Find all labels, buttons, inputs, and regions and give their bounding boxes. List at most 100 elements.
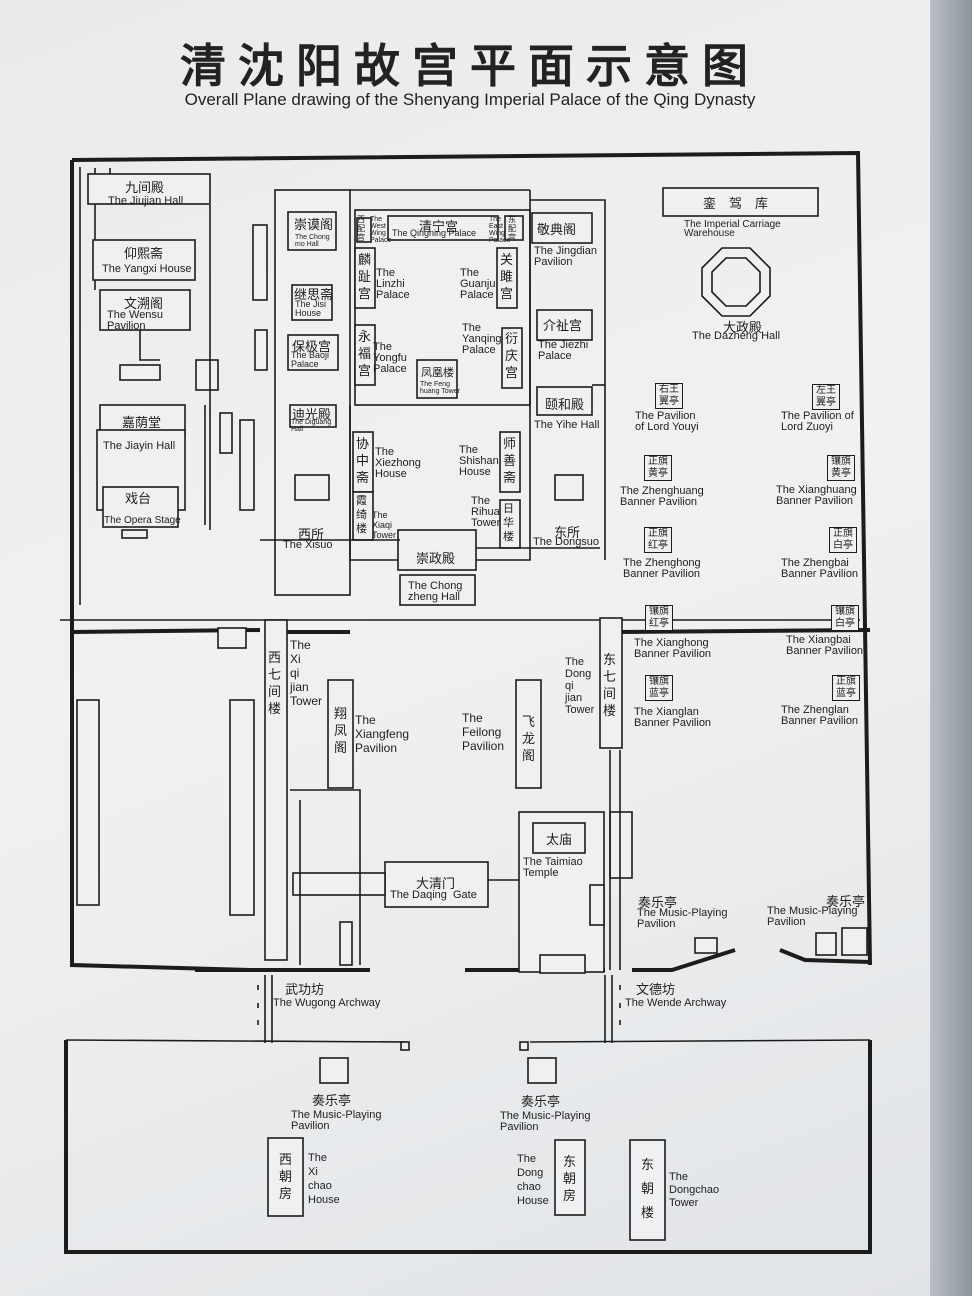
opera-cn: 戏台	[125, 492, 152, 507]
opera-en: The Opera Stage	[104, 515, 181, 526]
yongfu-en: The Yongfu Palace	[373, 341, 407, 375]
music1-cn: 奏乐亭	[638, 896, 678, 911]
wensu-cn: 文溯阁	[124, 297, 164, 312]
chongmo-cn: 崇谟阁	[294, 218, 334, 233]
dongsuo-cn: 东所	[554, 526, 581, 541]
rihua-cn: 日 华 楼	[503, 502, 514, 543]
jingdian-en: The Jingdian Pavilion	[534, 245, 597, 268]
chongzheng-cn: 崇政殿	[416, 552, 456, 567]
jiayin-cn: 嘉荫堂	[122, 416, 162, 431]
xiaqi-cn: 霞 绮 楼	[356, 494, 367, 535]
zhenghuang-en: The Zhenghuang Banner Pavilion	[620, 485, 704, 508]
taimiao-en: The Taimiao Temple	[523, 856, 583, 879]
fenghuang-cn: 凤凰楼	[421, 366, 454, 379]
xianghong-tag: 镶旗 红亭	[645, 605, 673, 631]
title-chinese: 清沈阳故宫平面示意图	[180, 39, 760, 93]
carriage-en: The Imperial Carriage Warehouse	[684, 219, 781, 239]
feilong-cn: 飞 龙 阁	[522, 715, 536, 764]
yangxi-cn: 仰熙斋	[124, 247, 164, 262]
dongqi-en: The Dong qi jian Tower	[565, 656, 595, 716]
east-wing-cn: 东 配 宫	[508, 215, 516, 242]
jisi-cn: 继思斋	[294, 288, 334, 303]
baoji-cn: 保极宫	[292, 340, 332, 355]
music2-cn: 奏乐亭	[826, 895, 866, 910]
taimiao-cn: 太庙	[546, 833, 573, 848]
dongchaolou-cn: 东 朝 楼	[641, 1158, 655, 1221]
zhenghong-tag: 正旗 红亭	[644, 527, 672, 553]
zhenglan-tag: 正旗 蓝亭	[832, 675, 860, 701]
guanju-en: The Guanju Palace	[460, 267, 496, 301]
xichao-en: The Xi chao House	[308, 1152, 340, 1206]
jiezhi-en: The Jiezhi Palace	[538, 339, 589, 362]
east-wing-en: The East Wing Palace	[489, 216, 511, 244]
xianghong-en: The Xianghong Banner Pavilion	[634, 637, 712, 660]
feilong-en: The Feilong Pavilion	[462, 711, 505, 753]
xisuo-en: The Xisuo	[283, 539, 333, 551]
linzhi-en: The Linzhi Palace	[376, 267, 410, 301]
youyi-tag: 右王 翼亭	[655, 383, 683, 409]
jiujian-en: The Jiujian Hall	[108, 195, 184, 207]
xichao-cn: 西 朝 房	[279, 1153, 293, 1202]
xiezhong-en: The Xiezhong House	[375, 446, 421, 480]
rihua-en: The Rihua Tower	[471, 495, 501, 529]
daqing-cn: 大清门	[416, 877, 456, 892]
qingning-cn: 清宁宫	[419, 220, 459, 235]
linzhi-cn: 麟 趾 宫	[358, 253, 372, 302]
yihe-cn: 颐和殿	[545, 398, 585, 413]
xianghuang-tag: 镶旗 黄亭	[827, 455, 855, 481]
wende-en: The Wende Archway	[625, 997, 727, 1009]
xisuo-cn: 西所	[298, 528, 325, 543]
zhengbai-en: The Zhengbai Banner Pavilion	[781, 557, 859, 580]
yanqing-en: The Yanqing Palace	[462, 322, 502, 356]
west-wing-en: The West Wing Palace	[370, 216, 392, 244]
carriage-cn: 銮 驾 库	[703, 197, 769, 212]
zhenglan-en: The Zhenglan Banner Pavilion	[781, 704, 859, 727]
zuoyi-en: The Pavilion of Lord Zuoyi	[781, 410, 854, 433]
xianglan-tag: 镶旗 蓝亭	[645, 675, 673, 701]
jisi-en: The Jisi House	[295, 299, 327, 318]
guanju-cn: 关 雎 宫	[500, 253, 514, 302]
xiangfeng-en: The Xiangfeng Pavilion	[355, 713, 410, 755]
qingning-en: The Qingning Palace	[392, 228, 477, 238]
music4-en: The Music-Playing Pavilion	[500, 1110, 591, 1133]
wensu-en: The Wensu Pavilion	[107, 309, 164, 332]
xiangfeng-cn: 翔 凤 阁	[334, 707, 348, 756]
shishan-en: The Shishan House	[459, 444, 499, 478]
diguang-en: The Diguang Hall	[291, 419, 332, 433]
music3-cn: 奏乐亭	[312, 1094, 352, 1109]
dongchaolou-en: The Dongchao Tower	[669, 1171, 720, 1209]
xiangbai-tag: 镶旗 白亭	[831, 605, 859, 631]
shishan-cn: 师 善 斋	[503, 437, 517, 486]
baoji-en: The Baoji Palace	[291, 350, 330, 369]
dazheng-cn: 大政殿	[723, 321, 763, 336]
dongsuo-en: The Dongsuo	[533, 536, 600, 548]
dongchao-cn: 东 朝 房	[563, 1155, 577, 1204]
jiayin-en: The Jiayin Hall	[103, 440, 176, 452]
zhengbai-tag: 正旗 白亭	[829, 527, 857, 553]
yanqing-cn: 衍 庆 宫	[505, 332, 519, 381]
chongmo-en: The Chong mo Hall	[295, 234, 330, 248]
xiqi-en: The Xi qi jian Tower	[290, 638, 323, 708]
youyi-en: The Pavilion of Lord Youyi	[635, 410, 699, 433]
zuoyi-tag: 左王 翼亭	[812, 384, 840, 410]
yihe-en: The Yihe Hall	[534, 419, 600, 431]
zhenghuang-tag: 正旗 黄亭	[644, 455, 672, 481]
jingdian-cn: 敬典阁	[537, 223, 577, 238]
xiaqi-en: The Xiaqi Tower	[372, 510, 397, 540]
music3-en: The Music-Playing Pavilion	[291, 1109, 382, 1132]
zhenghong-en: The Zhenghong Banner Pavilion	[623, 557, 701, 580]
wende-cn: 文德坊	[636, 983, 676, 998]
board-edge	[930, 0, 972, 1296]
wugong-cn: 武功坊	[285, 983, 325, 998]
xiangbai-en: The Xiangbai Banner Pavilion	[786, 634, 864, 657]
chongzheng-en: The Chong zheng Hall	[408, 580, 463, 603]
music4-cn: 奏乐亭	[521, 1095, 561, 1110]
dongqi-cn: 东 七 间 楼	[603, 653, 617, 719]
xiqi-cn: 西 七 间 楼	[268, 651, 282, 717]
jiezhi-cn: 介祉宫	[543, 319, 583, 334]
yongfu-cn: 永 福 宫	[358, 330, 372, 379]
wugong-en: The Wugong Archway	[273, 997, 381, 1009]
dazheng-en: The Dazheng Hall	[692, 330, 781, 342]
yangxi-en: The Yangxi House	[102, 263, 192, 275]
fenghuang-en: The Feng huang Tower	[420, 381, 460, 395]
